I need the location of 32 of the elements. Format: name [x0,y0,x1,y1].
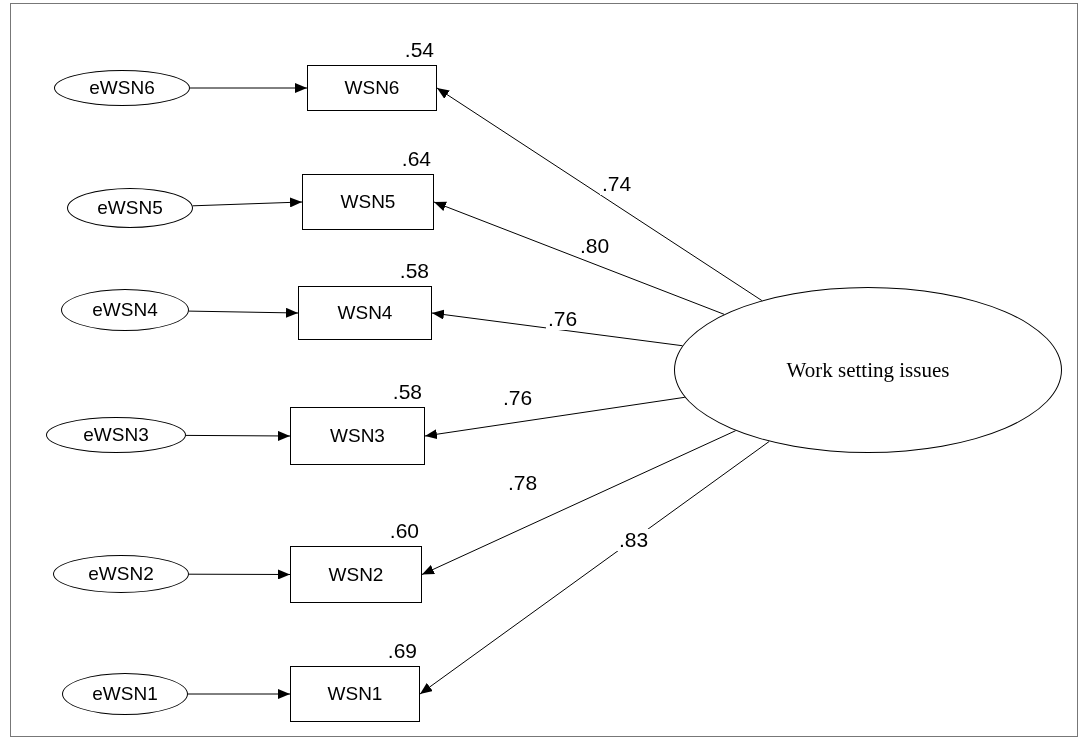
arrow [431,309,683,347]
variable-name: WSN5 [340,191,396,213]
arrow [192,197,303,208]
variable-name: eWSN3 [83,424,149,446]
arrow [188,307,299,318]
arrow [189,83,308,93]
r-squared-value: .58 [392,380,422,404]
r-squared-value: .64 [401,147,431,171]
arrow [185,430,291,441]
variable-name: WSN6 [344,77,400,99]
variable-name: WSN1 [327,683,383,705]
variable-name: eWSN5 [97,197,163,219]
arrow [436,87,763,302]
variable-name: eWSN4 [92,299,158,321]
arrow [188,569,291,580]
arrow [433,201,725,315]
variable-name: eWSN2 [88,563,154,585]
arrow [419,440,770,695]
variable-name: eWSN1 [92,683,158,705]
r-squared-value: .69 [387,639,417,663]
edge-label: .83 [617,529,651,551]
r-squared-value: .60 [389,519,419,543]
r-squared-value: .58 [399,259,429,283]
variable-name: WSN2 [328,563,384,586]
arrow [187,689,291,699]
variable-name: eWSN6 [89,77,155,99]
variable-name: WSN4 [337,302,393,324]
variable-name: WSN3 [330,425,385,447]
variable-name: Work setting issues [786,357,950,383]
arrow [424,396,686,440]
r-squared-value: .54 [404,38,434,62]
arrow [421,430,737,575]
